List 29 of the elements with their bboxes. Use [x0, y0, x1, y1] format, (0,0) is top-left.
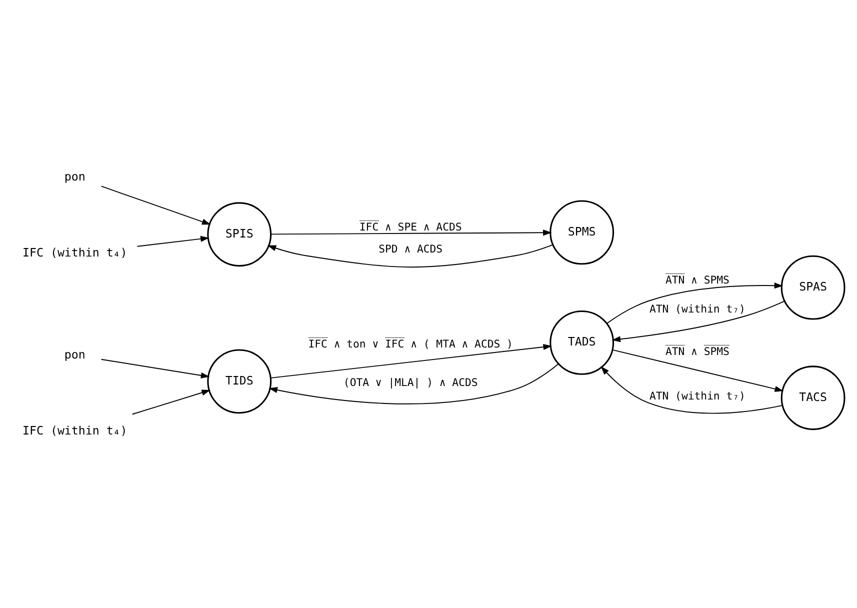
edge-label: A̅T̅N̅ ∧ SPMS	[665, 273, 730, 286]
arrow	[612, 300, 786, 342]
node-circle: TACS	[780, 365, 846, 430]
node-circle: SPIS	[207, 202, 272, 266]
edge-label: I̅F̅C̅ ∧ ton ∨ I̅F̅C̅ ∧ ( MTA ∧ ACDS )	[308, 336, 513, 350]
arrow	[100, 185, 211, 224]
edge-label: ATN (within t₇)	[649, 302, 746, 316]
node-text: IFC (within t₄)	[22, 245, 128, 260]
node-text: pon	[64, 346, 86, 361]
edge-label: I̅F̅C̅ ∧ SPE ∧ ACDS	[359, 220, 462, 233]
arrow	[132, 389, 210, 414]
arrow	[100, 358, 210, 378]
arrow	[267, 244, 554, 268]
arrow	[136, 235, 210, 246]
arrow	[606, 282, 784, 324]
arrow	[270, 343, 552, 378]
node-circle: SPAS	[780, 254, 846, 320]
node-circle: SPMS	[550, 200, 614, 264]
edge-label: (OTA ∨ |MLA| ) ∧ ACDS	[343, 376, 478, 389]
arrow	[612, 348, 784, 392]
arrow	[600, 366, 783, 414]
arrow	[268, 363, 559, 404]
edge-label: A̅T̅N̅ ∧ S̅P̅M̅S̅	[665, 344, 730, 358]
edge-label: ATN (within t₇)	[649, 389, 746, 402]
node-text: IFC (within t₄)	[22, 423, 128, 438]
node-circle: TIDS	[207, 348, 272, 414]
edge-label: SPD ∧ ACDS	[378, 242, 443, 256]
arrow	[270, 229, 552, 236]
node-text: pon	[64, 168, 86, 183]
